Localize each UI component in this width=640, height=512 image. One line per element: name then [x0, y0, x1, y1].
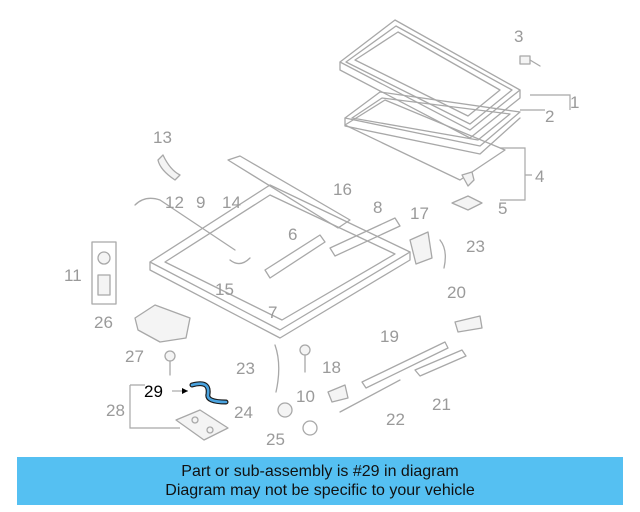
callout-27: 27 — [125, 347, 144, 366]
callout-17: 17 — [410, 204, 429, 223]
callout-28: 28 — [106, 401, 125, 420]
callout-23-top: 23 — [466, 237, 485, 256]
plate-28 — [175, 409, 229, 441]
callout-14: 14 — [222, 193, 241, 212]
sunroof-frame — [134, 155, 411, 339]
clip-5 — [451, 195, 483, 211]
callout-13: 13 — [153, 128, 172, 147]
diagram-canvas: 1 2 3 4 5 6 7 8 9 10 11 12 13 14 15 16 1… — [64, 19, 579, 449]
callout-5: 5 — [498, 199, 507, 218]
banner-line-2: Diagram may not be specific to your vehi… — [165, 482, 475, 499]
callout-25: 25 — [266, 430, 285, 449]
clip-13 — [157, 154, 181, 181]
callout-15: 15 — [215, 280, 234, 299]
plate-28-hole-a — [191, 416, 199, 424]
clamp-25 — [302, 420, 318, 436]
callout-6: 6 — [288, 225, 297, 244]
callout-24: 24 — [234, 403, 253, 422]
hose-23-top — [439, 239, 446, 269]
callout-20: 20 — [447, 283, 466, 302]
screw-10 — [299, 344, 311, 373]
hose-29-highlight-fill — [190, 382, 228, 404]
callout-18: 18 — [322, 358, 341, 377]
callout-11: 11 — [64, 266, 82, 285]
hose-23-bottom — [274, 344, 280, 393]
callout-19: 19 — [380, 327, 399, 346]
bolt-27 — [164, 350, 176, 376]
callout-1: 1 — [570, 93, 579, 112]
bolt-3 — [519, 55, 541, 67]
leader-lines — [129, 94, 571, 429]
rail-21 — [414, 349, 467, 377]
drain-grommet-11 — [91, 241, 117, 305]
rail-19 — [361, 341, 449, 389]
rail-22 — [339, 379, 401, 413]
callout-2: 2 — [545, 107, 554, 126]
pin-4 — [461, 171, 475, 187]
callout-29: 29 — [144, 382, 163, 401]
weatherstrip — [344, 91, 521, 155]
callout-21: 21 — [432, 395, 451, 414]
bracket-18 — [327, 384, 349, 403]
sunshade — [344, 99, 506, 181]
callout-10: 10 — [296, 387, 315, 406]
arrow-heads — [182, 388, 188, 394]
callout-12: 12 — [165, 193, 184, 212]
bracket-17 — [409, 231, 433, 265]
parts-diagram: 1 2 3 4 5 6 7 8 9 10 11 12 13 14 15 16 1… — [64, 19, 579, 449]
callout-8: 8 — [373, 198, 382, 217]
motor-26 — [134, 304, 191, 343]
callout-16: 16 — [333, 180, 352, 199]
plate-28-hole-b — [206, 426, 214, 434]
callout-3: 3 — [514, 27, 523, 46]
callout-22: 22 — [386, 410, 405, 429]
bracket-20 — [454, 315, 483, 333]
callout-7: 7 — [268, 303, 277, 322]
callout-9: 9 — [196, 193, 205, 212]
info-banner: Part or sub-assembly is #29 in diagram D… — [17, 457, 623, 505]
grommet-24 — [277, 402, 293, 418]
callout-26: 26 — [94, 313, 113, 332]
banner-line-1: Part or sub-assembly is #29 in diagram — [181, 463, 459, 480]
callout-23-bottom: 23 — [236, 359, 255, 378]
callout-4: 4 — [535, 167, 544, 186]
